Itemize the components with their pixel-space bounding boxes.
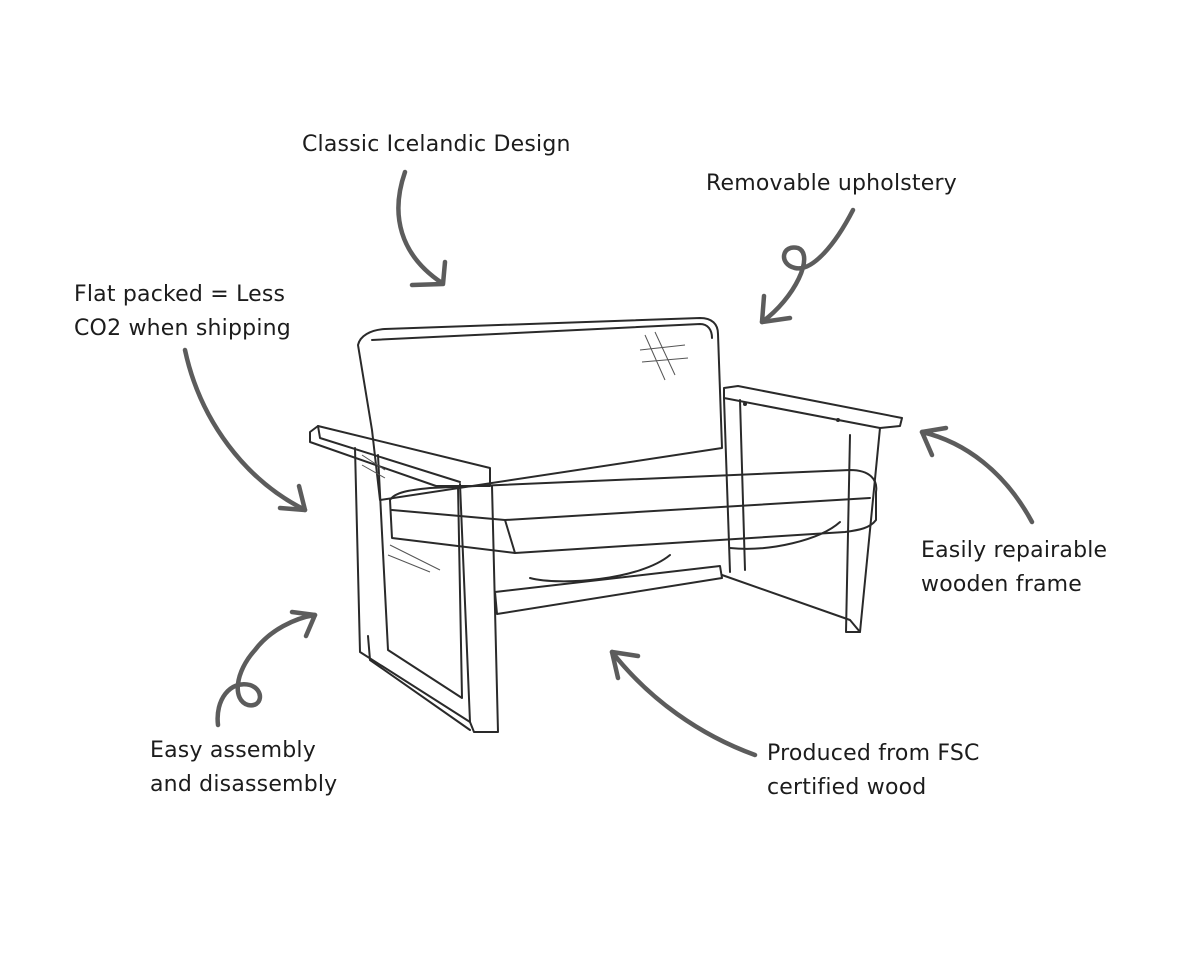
label-easily-repairable: Easily repairable wooden frame: [921, 534, 1107, 602]
arrow-flat-packed: [182, 347, 308, 513]
label-removable-upholstery: Removable upholstery: [706, 167, 957, 201]
label-line: certified wood: [767, 775, 927, 800]
label-classic-icelandic-design: Classic Icelandic Design: [302, 128, 571, 162]
label-line: Easy assembly: [150, 738, 316, 763]
label-fsc-wood: Produced from FSC certified wood: [767, 737, 980, 805]
label-line: Flat packed = Less: [74, 282, 286, 307]
annotation-arrows: [182, 169, 1035, 758]
label-flat-packed: Flat packed = Less CO2 when shipping: [74, 278, 291, 346]
arrow-fsc: [609, 649, 758, 758]
arrow-assembly: [215, 609, 318, 728]
label-line: and disassembly: [150, 772, 338, 797]
label-line: Removable upholstery: [706, 171, 957, 196]
sofa-illustration: [309, 317, 903, 733]
label-line: Classic Icelandic Design: [302, 132, 571, 157]
label-line: Produced from FSC: [767, 741, 980, 766]
arrow-upholstery: [759, 207, 856, 325]
label-line: Easily repairable: [921, 538, 1108, 563]
label-line: wooden frame: [921, 572, 1082, 597]
arrow-repairable: [919, 425, 1035, 525]
arrow-design: [396, 169, 448, 288]
label-line: CO2 when shipping: [74, 316, 291, 341]
label-easy-assembly: Easy assembly and disassembly: [150, 734, 337, 802]
